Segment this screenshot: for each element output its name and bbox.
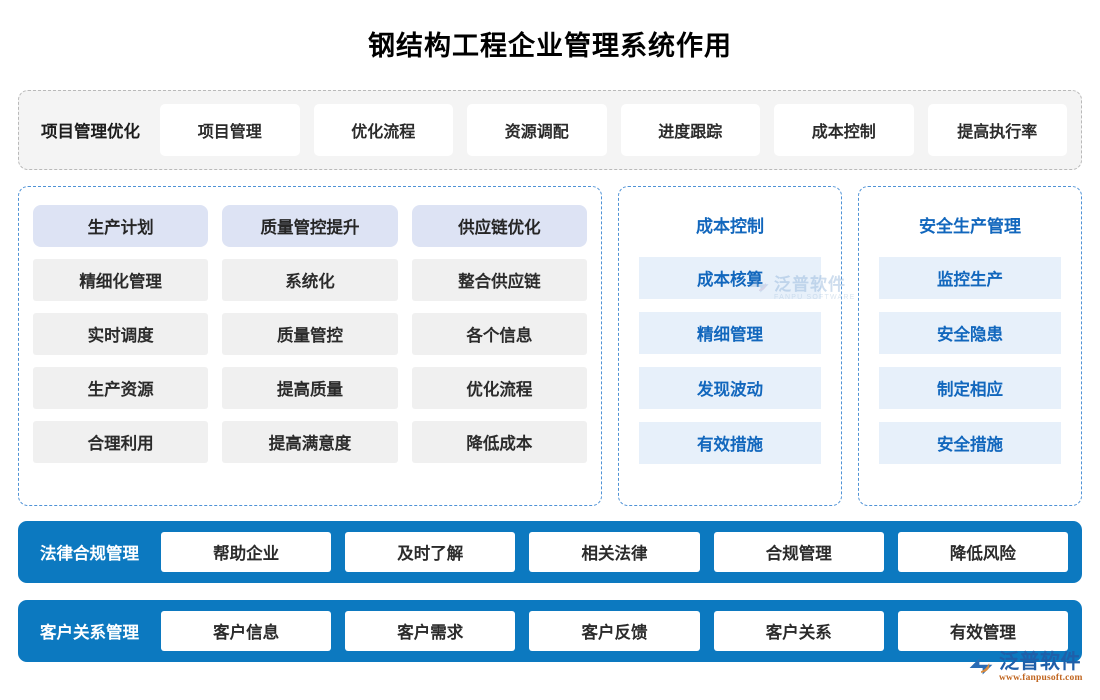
bottom-bar-chip[interactable]: 降低风险 xyxy=(897,532,1069,572)
panel-title: 安全生产管理 xyxy=(919,217,1021,236)
bottom-bar-chip-list: 帮助企业 及时了解 相关法律 合规管理 降低风险 xyxy=(161,532,1069,572)
bottom-bar-chip[interactable]: 相关法律 xyxy=(529,532,700,572)
bottom-bar-chip[interactable]: 合规管理 xyxy=(713,532,884,572)
panel-item[interactable]: 制定相应 xyxy=(879,367,1061,409)
panel-item[interactable]: 有效措施 xyxy=(639,422,821,464)
subcolumn-item[interactable]: 生产资源 xyxy=(33,367,209,409)
subcolumn-item[interactable]: 合理利用 xyxy=(33,421,209,463)
bottom-bar-chip[interactable]: 帮助企业 xyxy=(161,532,332,572)
subcolumn-item[interactable]: 降低成本 xyxy=(411,421,587,463)
bottom-bar-chip[interactable]: 客户需求 xyxy=(345,611,516,651)
bottom-bar-chip[interactable]: 有效管理 xyxy=(897,611,1069,651)
subcolumn-item[interactable]: 质量管控 xyxy=(222,313,398,355)
subcolumn-item[interactable]: 各个信息 xyxy=(411,313,587,355)
subcolumn-header[interactable]: 生产计划 xyxy=(33,205,209,247)
top-strip-chip[interactable]: 成本控制 xyxy=(774,104,914,156)
bottom-bar-chip[interactable]: 客户反馈 xyxy=(529,611,700,651)
panel-item[interactable]: 安全措施 xyxy=(879,422,1061,464)
bottom-bar-chip[interactable]: 客户信息 xyxy=(161,611,332,651)
panel-item[interactable]: 发现波动 xyxy=(639,367,821,409)
panel-safety-production: 安全生产管理 监控生产 安全隐患 制定相应 安全措施 xyxy=(858,186,1082,506)
panel-cost-control: 成本控制 成本核算 精细管理 发现波动 有效措施 xyxy=(618,186,842,506)
bottom-bar-label: 法律合规管理 xyxy=(40,545,139,563)
top-strip-chip[interactable]: 进度跟踪 xyxy=(620,104,760,156)
subcolumn-item[interactable]: 整合供应链 xyxy=(411,259,587,301)
bottom-bar-chip-list: 客户信息 客户需求 客户反馈 客户关系 有效管理 xyxy=(161,611,1069,651)
bottom-bar-chip[interactable]: 客户关系 xyxy=(713,611,884,651)
subcolumn-item[interactable]: 提高质量 xyxy=(222,367,398,409)
subcolumn-item[interactable]: 优化流程 xyxy=(411,367,587,409)
subcolumn-item[interactable]: 系统化 xyxy=(222,259,398,301)
brand-logo-url: www.fanpusoft.com xyxy=(999,673,1083,683)
panel-item[interactable]: 成本核算 xyxy=(639,257,821,299)
subcolumn-quality-control: 质量管控提升 系统化 质量管控 提高质量 提高满意度 xyxy=(222,205,398,487)
panel-item[interactable]: 监控生产 xyxy=(879,257,1061,299)
subcolumn-item[interactable]: 精细化管理 xyxy=(33,259,209,301)
subcolumn-header[interactable]: 供应链优化 xyxy=(411,205,587,247)
top-strip-label: 项目管理优化 xyxy=(41,123,140,141)
top-strip-project-management: 项目管理优化 项目管理 优化流程 资源调配 进度跟踪 成本控制 提高执行率 xyxy=(18,90,1082,170)
subcolumn-item[interactable]: 实时调度 xyxy=(33,313,209,355)
top-strip-chip[interactable]: 资源调配 xyxy=(467,104,607,156)
panel-title: 成本控制 xyxy=(696,217,764,236)
bottom-bar-legal-compliance: 法律合规管理 帮助企业 及时了解 相关法律 合规管理 降低风险 xyxy=(18,521,1082,583)
top-strip-chip[interactable]: 优化流程 xyxy=(313,104,453,156)
bottom-bar-chip[interactable]: 及时了解 xyxy=(345,532,516,572)
subcolumn-supply-chain: 供应链优化 整合供应链 各个信息 优化流程 降低成本 xyxy=(411,205,587,487)
top-strip-chip-list: 项目管理 优化流程 资源调配 进度跟踪 成本控制 提高执行率 xyxy=(160,104,1067,156)
subcolumn-header[interactable]: 质量管控提升 xyxy=(222,205,398,247)
top-strip-chip[interactable]: 项目管理 xyxy=(160,104,300,156)
subcolumn-production-plan: 生产计划 精细化管理 实时调度 生产资源 合理利用 xyxy=(33,205,209,487)
bottom-bar-customer-relationship: 客户关系管理 客户信息 客户需求 客户反馈 客户关系 有效管理 xyxy=(18,600,1082,662)
panel-item-list: 监控生产 安全隐患 制定相应 安全措施 xyxy=(873,257,1067,464)
bottom-bar-label: 客户关系管理 xyxy=(40,624,139,642)
panel-production-quality-supply: 生产计划 精细化管理 实时调度 生产资源 合理利用 质量管控提升 系统化 质量管… xyxy=(18,186,602,506)
page-title: 钢结构工程企业管理系统作用 xyxy=(368,31,732,61)
middle-panel-row: 生产计划 精细化管理 实时调度 生产资源 合理利用 质量管控提升 系统化 质量管… xyxy=(18,186,1082,506)
subcolumn-item[interactable]: 提高满意度 xyxy=(222,421,398,463)
top-strip-chip[interactable]: 提高执行率 xyxy=(927,104,1067,156)
panel-item[interactable]: 安全隐患 xyxy=(879,312,1061,354)
panel-item-list: 成本核算 精细管理 发现波动 有效措施 xyxy=(633,257,827,464)
panel-item[interactable]: 精细管理 xyxy=(639,312,821,354)
